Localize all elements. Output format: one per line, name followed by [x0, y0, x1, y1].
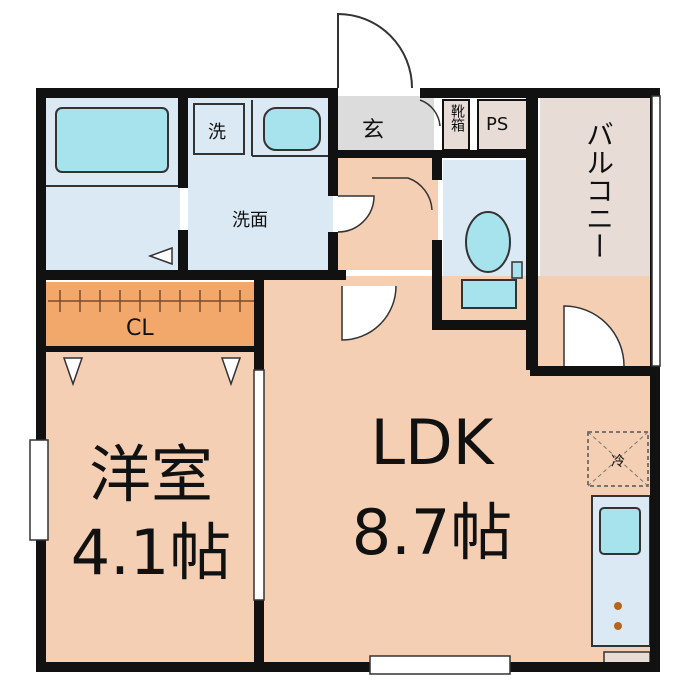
fridge-space [587, 431, 649, 487]
toilet-door-swing [372, 177, 433, 211]
toilet-bowl [465, 211, 511, 273]
entry-door-swing [337, 12, 413, 89]
closet-hatch [48, 290, 254, 312]
fridge-label: 冷 [611, 454, 625, 470]
toilet-tank [461, 279, 517, 309]
window-west [29, 439, 49, 541]
shoe-door-swing [419, 99, 441, 127]
balcony-door-swing [563, 305, 625, 367]
washer-label: 洗 [208, 122, 226, 143]
kitchen-sink [599, 507, 641, 555]
closet-door-marker-left [62, 357, 84, 387]
closet-label: CL [126, 316, 154, 341]
door-marker [147, 246, 173, 266]
shoe-cabinet-label: 靴箱 [449, 104, 465, 132]
ps-label: PS [486, 114, 509, 135]
window-south [369, 655, 511, 675]
stove-burner-2 [614, 622, 622, 630]
balcony-rail [651, 95, 661, 367]
washer-pan [193, 103, 245, 155]
sliding-door-western [253, 369, 265, 601]
ldk-door-swing [341, 285, 397, 341]
ldk-size: 8.7帖 [351, 496, 513, 569]
western-room-name: 洋室 [88, 438, 213, 511]
washroom-label: 洗面 [232, 210, 268, 231]
hall-door-swing [337, 195, 375, 233]
paper-holder [511, 261, 523, 279]
balcony-label: バルコニー [582, 120, 615, 260]
genkan-label: 玄 [362, 118, 385, 143]
closet-door-marker-right [220, 357, 242, 387]
bathtub [55, 107, 169, 173]
genkan-floor [338, 96, 434, 154]
stove-burner-1 [614, 602, 622, 610]
western-room-size: 4.1帖 [70, 516, 232, 589]
ldk-name: LDK [370, 406, 494, 479]
sink [263, 107, 321, 151]
western-room-floor [44, 352, 258, 662]
